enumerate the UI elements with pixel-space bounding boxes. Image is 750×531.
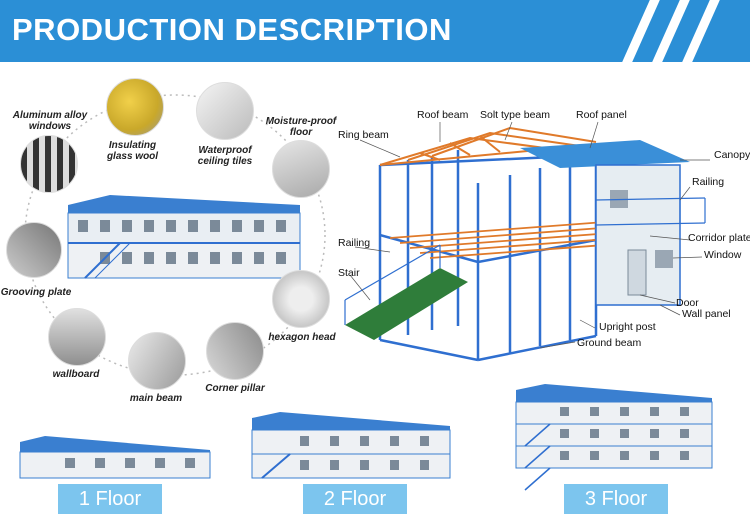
label-roof-panel: Roof panel [576,109,627,121]
label-ceiling-tiles: Waterproof ceiling tiles [197,145,253,167]
label-grooving-plate: Grooving plate [0,287,72,298]
label-solt-type-beam: Solt type beam [480,109,551,121]
label-roof-beam: Roof beam [417,109,469,121]
main-beam-image [128,332,186,390]
wallboard-image [48,308,106,366]
floor-panel-image [272,140,330,198]
label-railing-right: Railing [692,176,725,188]
label-upright-post: Upright post [599,321,656,333]
page-title: PRODUCTION DESCRIPTION [12,12,452,47]
three-floor-label: 3 Floor [564,484,668,514]
ceiling-tiles-image [196,82,254,140]
one-floor-building [19,436,211,479]
glass-wool-image [106,78,164,136]
hexagon-head-image [272,270,330,328]
three-floor-building [515,384,713,491]
label-wall-panel: Wall panel [682,308,731,320]
center-building-image [67,195,301,279]
label-railing-left: Railing [338,237,371,249]
two-floor-building [251,412,451,479]
aluminum-windows-image [20,135,78,193]
label-stair: Stair [338,267,360,279]
one-floor-label: 1 Floor [58,484,162,514]
label-canopy: Canopy [714,149,750,161]
label-corridor-plate: Corridor plate [688,232,750,244]
label-corner-pillar: Corner pillar [205,383,265,394]
label-glass-wool: Insulating glass wool [106,140,159,162]
label-ground-beam: Ground beam [577,337,642,349]
label-window: Window [704,249,742,261]
label-hexagon-head: hexagon head [268,332,336,343]
label-floor: Moisture-proof floor [265,116,337,138]
header-banner: PRODUCTION DESCRIPTION [0,0,750,62]
label-door: Door [676,297,699,309]
label-ring-beam: Ring beam [338,129,389,141]
corner-pillar-image [206,322,264,380]
label-wallboard: wallboard [52,369,100,380]
grooving-plate-image [6,222,62,278]
two-floor-label: 2 Floor [303,484,407,514]
label-aluminum-windows: Aluminum alloy windows [12,110,88,132]
label-main-beam: main beam [129,393,183,404]
